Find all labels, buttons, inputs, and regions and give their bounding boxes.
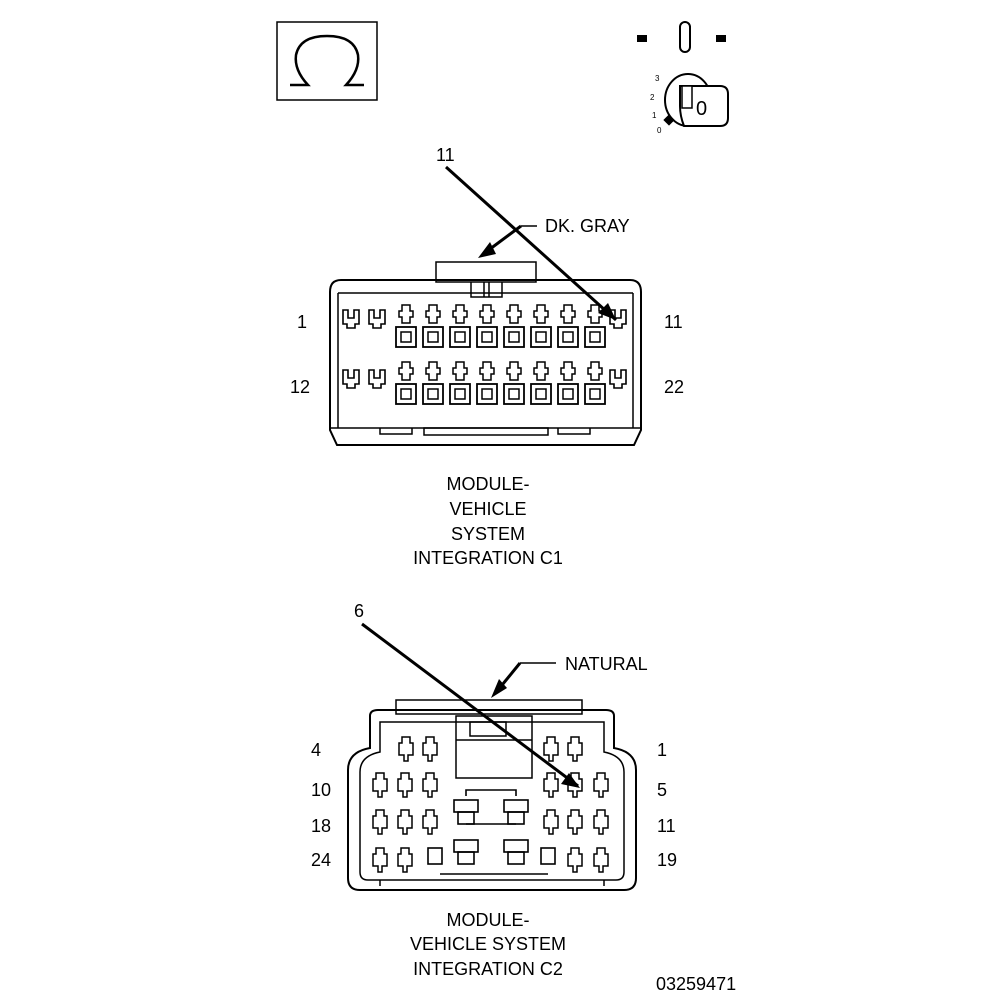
c1-cavity: [557, 304, 579, 348]
c2-cavity: [593, 809, 609, 835]
c1-cavity: [476, 304, 498, 348]
c2-callout-leader: [361, 622, 579, 788]
c1-title-line-2: VEHICLE: [449, 499, 526, 519]
c2-title-line-1: MODULE-: [446, 910, 529, 930]
figure-id: 03259471: [656, 974, 736, 994]
c2-cavity: [422, 809, 438, 835]
key-position-0: 0: [657, 126, 662, 135]
c2-cavity: [397, 772, 413, 798]
c1-cavity: [422, 304, 444, 348]
key-position-3: 3: [655, 74, 660, 83]
c1-cavity: [609, 369, 627, 389]
c1-cavity: [530, 304, 552, 348]
c2-cavity: [398, 736, 414, 762]
c2-cavity-array: [372, 736, 609, 873]
c1-cavity: [342, 369, 360, 389]
c2-color-label: NATURAL: [565, 654, 648, 674]
c2-pin-label-5: 5: [657, 780, 667, 800]
c2-cavity: [593, 847, 609, 873]
c2-cavity: [543, 736, 559, 762]
c2-center-bridge: [465, 789, 517, 825]
c1-cavity: [449, 361, 471, 405]
c1-cavity: [368, 369, 386, 389]
c2-cavity: [567, 847, 583, 873]
key-position-2: 2: [650, 93, 655, 102]
c2-cavity: [427, 847, 443, 865]
c2-pin-label-10: 10: [311, 780, 331, 800]
c1-cavity-array: [342, 304, 627, 405]
c2-cavity: [372, 772, 388, 798]
c2-pin-label-1: 1: [657, 740, 667, 760]
c1-cavity: [503, 361, 525, 405]
c1-cavity: [476, 361, 498, 405]
connector-c1: 11 DK. GRAY 1 11 12 22 MODULE- VEHICLE S…: [290, 145, 684, 568]
c2-pin-label-4: 4: [311, 740, 321, 760]
ignition-key-label: 0: [696, 98, 707, 120]
c1-title-line-1: MODULE-: [446, 474, 529, 494]
c1-cavity: [422, 361, 444, 405]
c2-cavity: [397, 847, 413, 873]
c2-cavity: [543, 809, 559, 835]
c2-cavity: [453, 839, 479, 865]
c1-pin-label-1: 1: [297, 312, 307, 332]
ignition-key-icon: 0 3 2 1 0: [637, 21, 729, 135]
c1-cavity: [584, 304, 606, 348]
c1-cavity: [449, 304, 471, 348]
c1-cavity: [530, 361, 552, 405]
c2-cavity: [593, 772, 609, 798]
c1-cavity: [584, 361, 606, 405]
c2-cavity: [540, 847, 556, 865]
c1-cavity: [395, 361, 417, 405]
c2-pin-label-18: 18: [311, 816, 331, 836]
c1-callout-pin-label: 11: [436, 145, 455, 165]
c2-cavity: [372, 847, 388, 873]
c2-cavity: [567, 772, 583, 798]
connector-c2: 6 NATURAL 4 1 10 5 18 11 24 19 MODULE- V…: [311, 601, 677, 979]
c2-cavity: [397, 809, 413, 835]
c1-title-line-4: INTEGRATION C1: [413, 548, 563, 568]
c1-pin-label-22: 22: [664, 377, 684, 397]
c2-cavity: [503, 839, 529, 865]
c2-pin-label-24: 24: [311, 850, 331, 870]
key-position-1: 1: [652, 111, 657, 120]
c1-color-label: DK. GRAY: [545, 216, 630, 236]
c2-pin-label-11: 11: [657, 816, 676, 836]
c1-cavity: [368, 309, 386, 329]
c2-callout-pin-label: 6: [354, 601, 364, 621]
c1-cavity: [395, 304, 417, 348]
c2-cavity: [453, 799, 479, 825]
c2-cavity: [372, 809, 388, 835]
c2-cavity: [567, 809, 583, 835]
c2-title-line-3: INTEGRATION C2: [413, 959, 563, 979]
c2-cavity: [422, 772, 438, 798]
c1-cavity: [557, 361, 579, 405]
c1-pin-label-12: 12: [290, 377, 310, 397]
c2-cavity: [567, 736, 583, 762]
ohmmeter-symbol: Ω: [276, 21, 378, 101]
c2-cavity: [503, 799, 529, 825]
c2-cavity: [543, 772, 559, 798]
c1-title-line-3: SYSTEM: [451, 524, 525, 544]
c1-cavity: [342, 309, 360, 329]
c2-cavity: [422, 736, 438, 762]
c1-callout-leader: [444, 165, 618, 322]
c1-cavity: [609, 309, 627, 329]
c2-pin-label-19: 19: [657, 850, 677, 870]
c2-title-line-2: VEHICLE SYSTEM: [410, 934, 566, 954]
c1-cavity: [503, 304, 525, 348]
c1-pin-label-11: 11: [664, 312, 683, 332]
